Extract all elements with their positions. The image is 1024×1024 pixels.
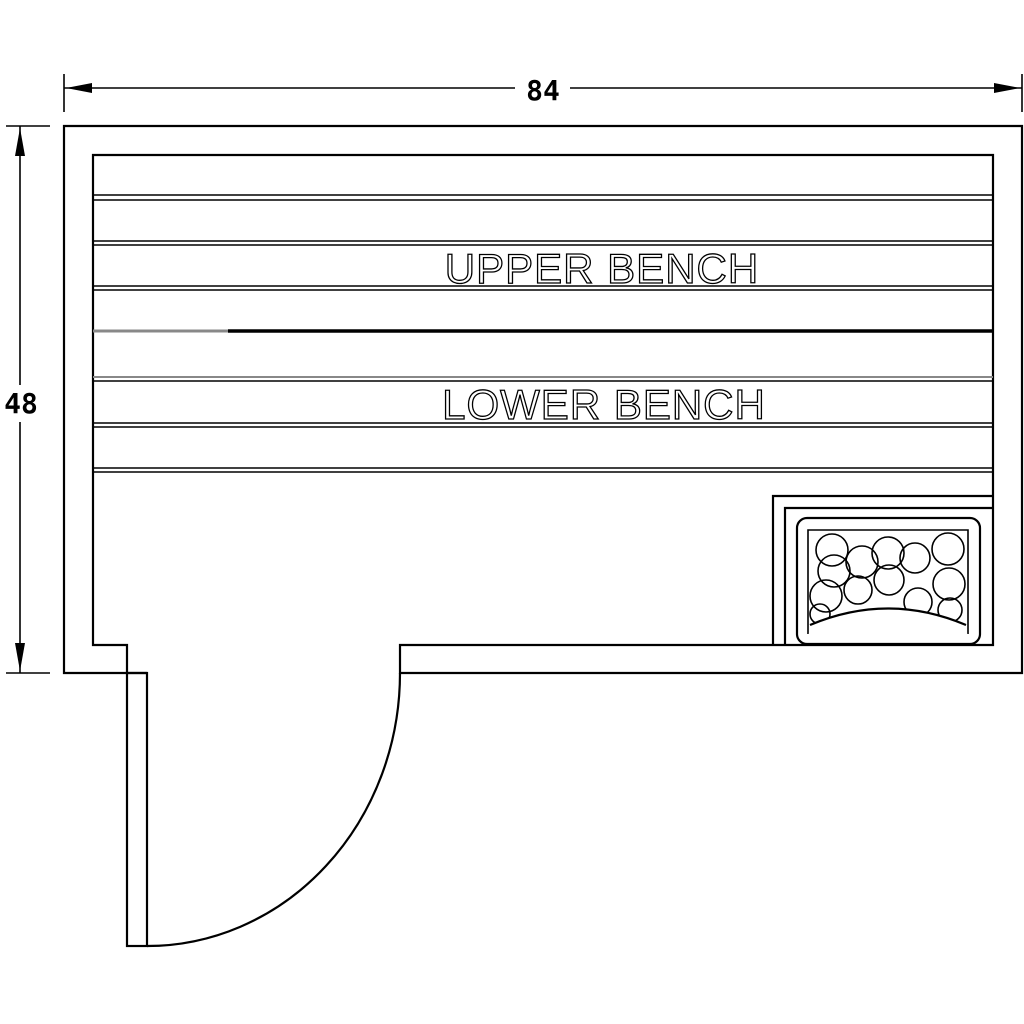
depth-dimension: 48: [4, 125, 50, 674]
arrow-up-icon: [15, 128, 25, 156]
heater-icon: [771, 494, 993, 646]
arrow-left-icon: [66, 83, 92, 93]
depth-label: 48: [4, 387, 38, 420]
width-label: 84: [526, 74, 560, 107]
benches: UPPER BENCH LOWER BENCH: [93, 194, 993, 473]
upper-bench-label: UPPER BENCH: [445, 245, 759, 292]
lower-bench-label: LOWER BENCH: [442, 381, 766, 428]
door: [125, 671, 402, 948]
width-dimension: 84: [63, 74, 1023, 112]
arrow-right-icon: [994, 83, 1020, 93]
walls: [62, 124, 1024, 675]
door-swing-arc: [146, 672, 402, 948]
arrow-down-icon: [15, 643, 25, 671]
